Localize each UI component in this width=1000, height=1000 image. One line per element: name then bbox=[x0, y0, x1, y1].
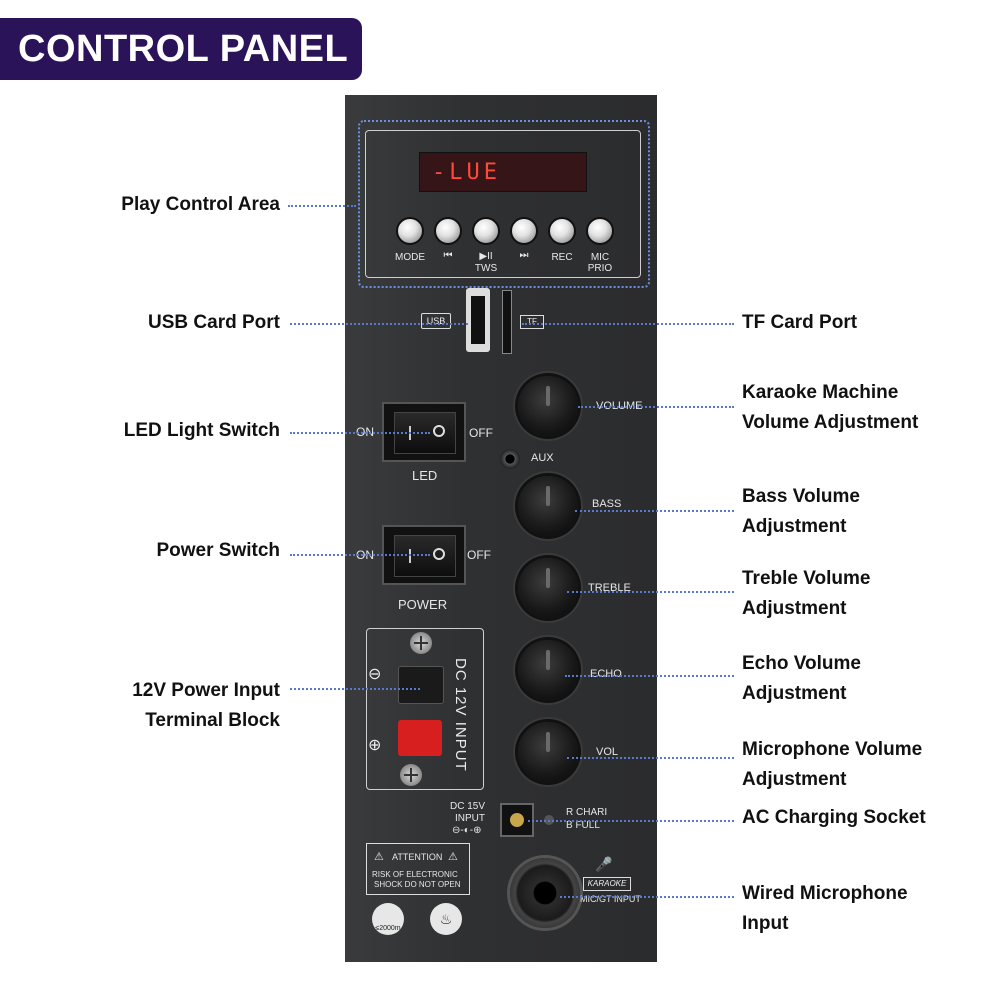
next-button[interactable] bbox=[510, 217, 538, 245]
dc15-label: DC 15V bbox=[450, 801, 486, 812]
microphone-jack[interactable] bbox=[510, 858, 580, 928]
callout-line bbox=[290, 554, 430, 556]
power-label: POWER bbox=[398, 597, 448, 612]
callout-line bbox=[567, 757, 734, 759]
callout-terminal-1: 12V Power Input bbox=[132, 680, 280, 701]
callout-line bbox=[522, 323, 734, 325]
power-off-label: OFF bbox=[467, 548, 491, 562]
lcd-display: -LUE bbox=[419, 152, 587, 192]
callout-treble-2: Adjustment bbox=[742, 598, 847, 619]
callout-line bbox=[560, 896, 734, 898]
led-label: LED bbox=[412, 468, 438, 483]
callout-karaoke-1: Karaoke Machine bbox=[742, 382, 899, 403]
minus-icon: ⊖ bbox=[368, 666, 382, 683]
callout-terminal-2: Terminal Block bbox=[145, 710, 280, 731]
mic-label: MIC bbox=[590, 252, 610, 263]
bass-label: BASS bbox=[592, 498, 622, 510]
altitude-icon: ≤2000m bbox=[372, 903, 404, 935]
mic-volume-knob[interactable] bbox=[518, 722, 578, 782]
aux-jack[interactable] bbox=[500, 449, 520, 469]
callout-karaoke-2: Volume Adjustment bbox=[742, 412, 919, 433]
play-pause-icon: ▶II bbox=[479, 251, 493, 262]
terminal-block bbox=[366, 628, 484, 790]
play-pause-button[interactable] bbox=[472, 217, 500, 245]
volume-knob[interactable] bbox=[518, 376, 578, 436]
plus-icon: ⊕ bbox=[368, 737, 382, 754]
previous-icon: ⏮ bbox=[443, 250, 453, 261]
callout-echo-2: Adjustment bbox=[742, 683, 847, 704]
callout-tf-port: TF Card Port bbox=[742, 312, 858, 333]
screw-icon bbox=[400, 764, 422, 786]
mic-prio-button[interactable] bbox=[586, 217, 614, 245]
screw-icon bbox=[410, 632, 432, 654]
callout-power-switch: Power Switch bbox=[156, 540, 280, 561]
callout-treble-1: Treble Volume bbox=[742, 568, 871, 589]
bass-knob[interactable] bbox=[518, 476, 578, 536]
callout-line bbox=[290, 323, 468, 325]
callout-mic-2: Adjustment bbox=[742, 769, 847, 790]
next-icon: ⏭ bbox=[519, 250, 529, 261]
rec-button[interactable] bbox=[548, 217, 576, 245]
risk-line-1: RISK OF ELECTRONIC bbox=[372, 870, 458, 879]
callout-line bbox=[567, 591, 734, 593]
climate-icon: ♨ bbox=[430, 903, 462, 935]
vol-label: VOL bbox=[596, 746, 619, 758]
positive-terminal[interactable] bbox=[398, 720, 442, 756]
treble-knob[interactable] bbox=[518, 558, 578, 618]
callout-echo-1: Echo Volume bbox=[742, 653, 861, 674]
callout-line bbox=[290, 432, 430, 434]
callout-ac-socket: AC Charging Socket bbox=[742, 807, 926, 828]
usb-icon: USB bbox=[421, 313, 451, 329]
play-control-highlight bbox=[358, 120, 650, 288]
charge-r-label: R CHARI bbox=[566, 807, 608, 818]
callout-line bbox=[565, 675, 734, 677]
mode-button[interactable] bbox=[396, 217, 424, 245]
aux-label: AUX bbox=[531, 452, 554, 464]
echo-label: ECHO bbox=[590, 668, 622, 680]
callout-bass-1: Bass Volume bbox=[742, 486, 860, 507]
play-control-area bbox=[365, 130, 641, 278]
karaoke-badge: KARAOKE bbox=[583, 877, 631, 891]
mode-label: MODE bbox=[395, 252, 425, 263]
prio-label: PRIO bbox=[587, 263, 613, 274]
echo-knob[interactable] bbox=[518, 640, 578, 700]
rec-label: REC bbox=[551, 252, 573, 263]
callout-line bbox=[288, 205, 356, 207]
led-off-label: OFF bbox=[469, 426, 493, 440]
micgt-label: MIC/GT INPUT bbox=[580, 894, 641, 904]
polarity-icon: ⊖-◐-⊕ bbox=[452, 825, 482, 836]
warning-box bbox=[366, 843, 470, 895]
warning-icon: ⚠ bbox=[374, 851, 384, 863]
callout-play-control: Play Control Area bbox=[121, 194, 280, 215]
tf-card-slot[interactable] bbox=[502, 290, 512, 354]
callout-led-switch: LED Light Switch bbox=[123, 420, 280, 441]
negative-terminal[interactable] bbox=[398, 666, 444, 704]
previous-button[interactable] bbox=[434, 217, 462, 245]
page-title: CONTROL PANEL bbox=[0, 18, 362, 80]
risk-line-2: SHOCK DO NOT OPEN bbox=[374, 880, 461, 889]
callout-line bbox=[575, 510, 734, 512]
charge-b-label: B FULL bbox=[566, 820, 600, 831]
warning-icon: ⚠ bbox=[448, 851, 458, 863]
tws-label: TWS bbox=[474, 263, 498, 274]
dc15-input-label: INPUT bbox=[455, 813, 485, 824]
callout-wired-1: Wired Microphone bbox=[742, 883, 908, 904]
dc-input-label: DC 12V INPUT bbox=[452, 658, 469, 772]
attention-label: ATTENTION bbox=[392, 852, 443, 862]
callout-line bbox=[528, 820, 734, 822]
microphone-icon: 🎤 bbox=[595, 856, 613, 872]
callout-bass-2: Adjustment bbox=[742, 516, 847, 537]
callout-line bbox=[578, 406, 734, 408]
callout-usb-port: USB Card Port bbox=[148, 312, 280, 333]
tf-icon: TF bbox=[520, 315, 544, 329]
callout-mic-1: Microphone Volume bbox=[742, 739, 923, 760]
callout-line bbox=[290, 688, 420, 690]
usb-port[interactable] bbox=[466, 288, 490, 352]
callout-wired-2: Input bbox=[742, 913, 789, 934]
